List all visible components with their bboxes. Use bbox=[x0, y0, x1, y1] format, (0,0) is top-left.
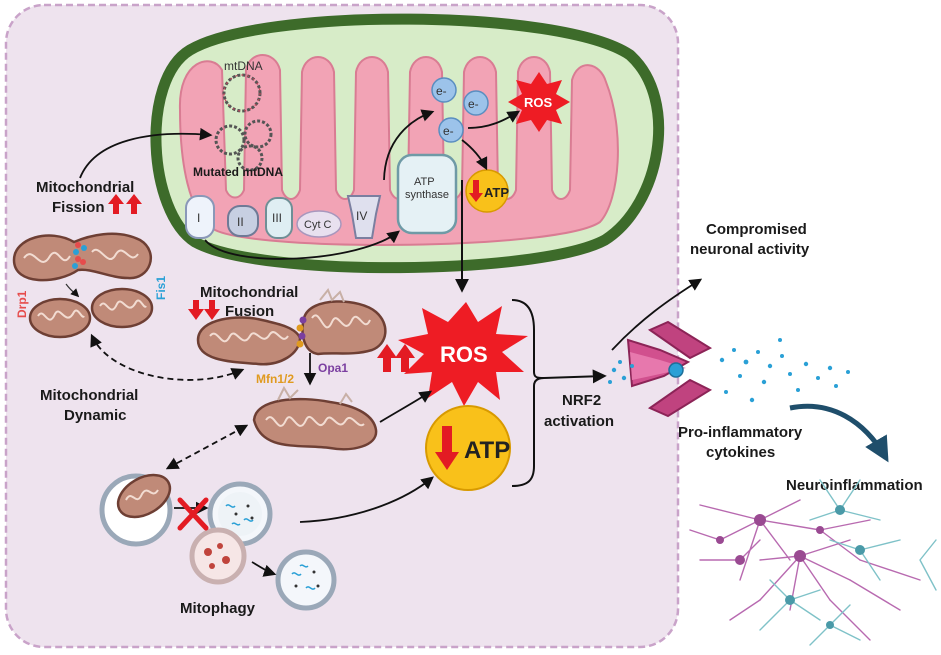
svg-text:e-: e- bbox=[468, 97, 479, 111]
complex-3: III bbox=[265, 197, 293, 239]
svg-text:ATP: ATP bbox=[414, 176, 435, 188]
arrow-etc-to-atp-synthase bbox=[204, 230, 400, 260]
blocked-x-icon bbox=[177, 497, 209, 531]
dashed-arrow-dynamic bbox=[90, 333, 245, 381]
damaged-mitochondrion bbox=[252, 385, 378, 451]
arrow-nrf2-to-receptor bbox=[543, 369, 607, 384]
mtdna-label: mtDNA bbox=[224, 59, 263, 73]
fission-label-line2: Fission bbox=[52, 199, 105, 216]
svg-text:ROS: ROS bbox=[440, 342, 488, 367]
mfn-label: Mfn1/2 bbox=[256, 372, 294, 386]
fusion-label-line1: Mitochondrial bbox=[200, 284, 298, 301]
compromised-label-line2: neuronal activity bbox=[690, 241, 810, 258]
arrow-to-neuroinflammation bbox=[789, 403, 889, 463]
lysosome-digested bbox=[275, 549, 337, 611]
nrf2-label-line1: NRF2 bbox=[562, 392, 601, 409]
cytochrome-c: Cyt C bbox=[296, 210, 342, 238]
svg-text:e-: e- bbox=[443, 124, 454, 138]
autophagosome bbox=[99, 473, 173, 547]
neuroinflammation-label: Neuroinflammation bbox=[786, 477, 923, 494]
cytokine-particles bbox=[608, 338, 850, 403]
cytokine-receptor bbox=[626, 320, 713, 418]
svg-text:III: III bbox=[272, 211, 282, 225]
complex-2: II bbox=[227, 205, 259, 237]
cytokines-label-line1: Pro-inflammatory bbox=[678, 424, 803, 441]
ros-burst-small: ROS bbox=[508, 72, 570, 132]
svg-text:ROS: ROS bbox=[524, 95, 553, 110]
daughter-mitochondrion-left bbox=[28, 297, 92, 339]
arrow-to-digested-lysosome bbox=[251, 561, 277, 577]
atp-synthase: ATP synthase bbox=[396, 153, 458, 235]
compromised-label-line1: Compromised bbox=[706, 221, 807, 238]
down-arrows-icon bbox=[188, 300, 220, 320]
atp-circle-big: ATP bbox=[425, 405, 511, 491]
arrow-synthase-to-electrons bbox=[383, 109, 435, 181]
neuroinflammation-glia bbox=[689, 479, 937, 646]
nrf2-label-line2: activation bbox=[544, 413, 614, 430]
dividing-mitochondrion bbox=[12, 232, 152, 282]
mutated-mtdna-circles bbox=[214, 119, 273, 172]
electron: e- bbox=[431, 77, 457, 103]
svg-text:ATP: ATP bbox=[484, 185, 509, 200]
mitophagy-label: Mitophagy bbox=[180, 600, 256, 617]
mutated-mtdna-label: Mutated mtDNA bbox=[193, 165, 283, 179]
svg-text:synthase: synthase bbox=[405, 189, 449, 201]
down-arrow-icon bbox=[469, 180, 483, 202]
mtdna-circle bbox=[222, 73, 262, 113]
opa1-label: Opa1 bbox=[318, 361, 348, 375]
svg-text:II: II bbox=[237, 215, 244, 229]
svg-text:e-: e- bbox=[436, 84, 447, 98]
lysosome-fusion bbox=[189, 481, 273, 585]
ros-burst-big: ROS bbox=[398, 302, 528, 406]
dashed-arrow-mitophagy bbox=[165, 424, 249, 470]
cytokines-label-line2: cytokines bbox=[706, 444, 775, 461]
fission-label-line1: Mitochondrial bbox=[36, 179, 134, 196]
complex-1: I bbox=[185, 195, 215, 239]
drp1-label: Drp1 bbox=[15, 290, 29, 318]
arrow-electron-to-ros bbox=[467, 110, 521, 129]
up-arrows-icon bbox=[377, 344, 415, 372]
arrow-division bbox=[65, 283, 80, 298]
atp-circle-small: ATP bbox=[465, 169, 509, 213]
fis1-label: Fis1 bbox=[154, 276, 168, 300]
arrow-damaged-to-ros bbox=[379, 390, 433, 423]
svg-text:Cyt C: Cyt C bbox=[304, 219, 332, 231]
daughter-mitochondrion-right bbox=[90, 287, 154, 329]
fusion-label-line2: Fusion bbox=[225, 303, 274, 320]
arrow-mitophagy-to-atp bbox=[299, 476, 434, 523]
arrow-to-compromised-activity bbox=[611, 278, 703, 351]
svg-text:ATP: ATP bbox=[464, 437, 510, 464]
arrow-electron-to-atp bbox=[461, 139, 488, 171]
svg-text:I: I bbox=[197, 211, 200, 225]
arrow-fission-to-mtdna bbox=[79, 127, 213, 179]
electron: e- bbox=[438, 117, 464, 143]
dynamic-label-line1: Mitochondrial bbox=[40, 387, 138, 404]
up-arrows-icon bbox=[108, 194, 142, 214]
down-arrow-icon bbox=[435, 426, 459, 470]
electron: e- bbox=[463, 90, 489, 116]
dynamic-label-line2: Dynamic bbox=[64, 407, 127, 424]
svg-text:IV: IV bbox=[356, 209, 367, 223]
complex-4: IV bbox=[346, 195, 382, 239]
